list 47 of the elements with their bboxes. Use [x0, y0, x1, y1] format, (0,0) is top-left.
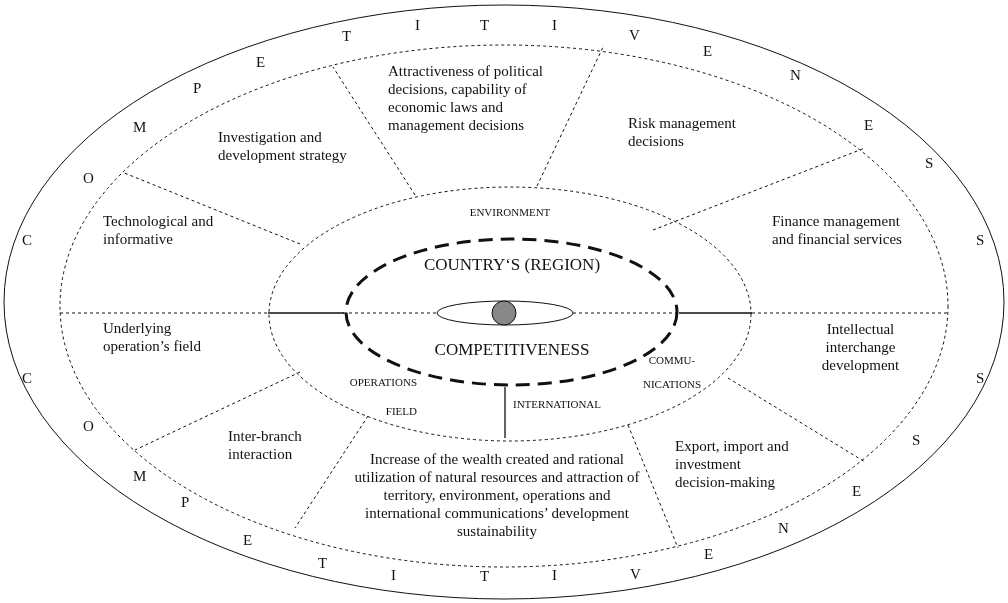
ring-letter: E: [703, 43, 713, 60]
ring-letter: S: [912, 432, 921, 449]
ring-letter: I: [552, 567, 557, 584]
ring-letter: S: [925, 155, 934, 172]
ring-letter: C: [22, 370, 32, 387]
outer-ellipse: [3, 4, 1005, 600]
ring-label: COMMU- NICATIONS: [641, 353, 703, 393]
sector-text: Technological and informative: [103, 212, 218, 248]
ring-letter: V: [629, 27, 640, 44]
sector-text: Increase of the wealth created and rational utilization of natural resources and attraction of territory, environment, operations and international communications’ development sustainability: [348, 450, 646, 540]
ring-letter: E: [704, 546, 714, 563]
sector-text: Inter-branch interaction: [228, 427, 328, 463]
ring-letter: I: [415, 17, 420, 34]
sector-text: Investigation and development strategy: [218, 128, 368, 164]
ring-letter: T: [480, 568, 490, 585]
ring-letter: I: [391, 567, 396, 584]
ring-letter: E: [864, 117, 874, 134]
sector-text: Intellectual interchange development: [808, 320, 913, 374]
sector-text: Risk management decisions: [628, 114, 763, 150]
ring-letter: S: [976, 232, 985, 249]
ring-letter: O: [83, 170, 94, 187]
ring-label: ENVIRONMENT: [468, 206, 552, 220]
ring-label: INTERNATIONAL: [513, 398, 602, 412]
sector-text: Finance management and financial services: [772, 212, 922, 248]
ring-letter: E: [852, 483, 862, 500]
ring-letter: P: [193, 80, 202, 97]
ring-letter: E: [243, 532, 253, 549]
ring-letter: O: [83, 418, 94, 435]
ring-letter: N: [778, 520, 789, 537]
ring-label: OPERATIONS FIELD: [348, 375, 417, 419]
ring-letter: C: [22, 232, 32, 249]
sector-text: Export, import and investment decision-making: [675, 437, 793, 491]
ring-letter: P: [181, 494, 190, 511]
ring-letter: V: [630, 566, 641, 583]
ring-letter: T: [318, 555, 328, 572]
ring-letter: N: [790, 67, 801, 84]
ring-letter: M: [133, 119, 147, 136]
ring-letter: S: [976, 370, 985, 387]
sector-text: Underlying operation’s field: [103, 319, 228, 355]
ring-letter: M: [133, 468, 147, 485]
ring-letter: I: [552, 17, 557, 34]
sector-text: Attractiveness of political decisions, capability of economic laws and management decisions: [388, 62, 573, 134]
ring-letter: T: [342, 28, 352, 45]
ring-letter: E: [256, 54, 266, 71]
ring-label: COUNTRY‘S (REGION): [422, 255, 602, 276]
ring-label: COMPETITIVENESS: [433, 340, 591, 361]
ring-letter: T: [480, 17, 490, 34]
